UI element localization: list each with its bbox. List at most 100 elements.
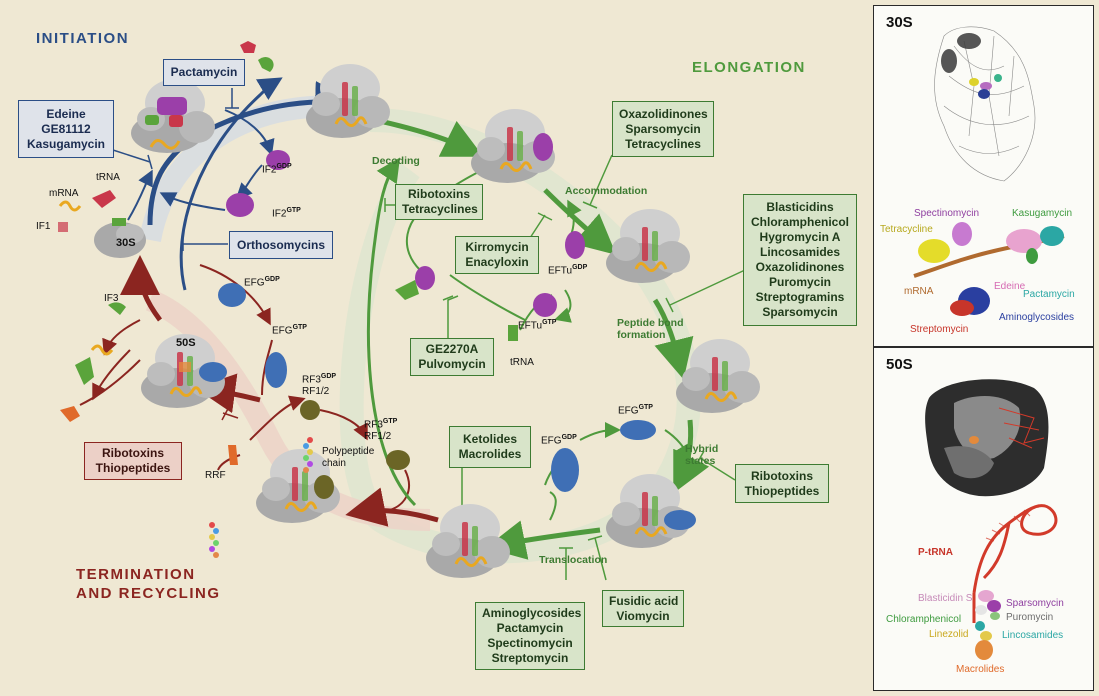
recycling-heading: AND RECYCLING <box>76 585 221 602</box>
polypeptide-label-1: Polypeptide <box>322 446 375 457</box>
eftu-gtp-shape <box>533 293 557 317</box>
structure-50s-image <box>925 379 1058 660</box>
rf-release-arrow <box>249 395 306 441</box>
if2-gtp-label: IF2GTP <box>272 207 301 220</box>
efg-binding-arrow <box>664 429 692 461</box>
termination-heading: TERMINATION <box>76 566 196 583</box>
ribotoxins-left-inhibition <box>221 404 239 421</box>
macrolides-ligand-label: Macrolides <box>956 664 1005 675</box>
ribosome-translocated <box>426 504 510 578</box>
accommodation-step-label: Accommodation <box>565 185 648 197</box>
released-polypeptide <box>209 522 219 558</box>
aminoglycosides-inhibition <box>559 547 573 580</box>
ptrna-ligand-label: P-tRNA <box>918 547 953 558</box>
ternary-trna-shape <box>395 280 419 300</box>
oxazolidinones-inhibition <box>582 154 613 209</box>
30s-label: 30S <box>116 237 136 249</box>
trna-binding-arrow <box>127 169 153 221</box>
if1-shape <box>58 222 68 232</box>
efg-gtp-left-label: EFGGTP <box>272 324 307 337</box>
ribosome-initiation-complex <box>131 79 215 153</box>
ge2270a-inhibition <box>442 295 459 338</box>
if3-label: IF3 <box>104 293 119 304</box>
spectinomycin-ligand-label: Spectinomycin <box>914 208 980 219</box>
efg-gtp-left-shape <box>265 352 287 388</box>
sparsomycin-ligand-label: Sparsomycin <box>1006 598 1064 609</box>
hybrid-step-label-1: Hybrid <box>685 443 719 455</box>
trna-shape <box>92 190 116 208</box>
elongation-heading: ELONGATION <box>692 59 806 76</box>
ribosome-termination <box>256 449 340 523</box>
edeine-ligand-label: Edeine <box>994 281 1026 292</box>
if3-shape <box>108 302 126 315</box>
ribosome-30s-subunit <box>94 218 146 258</box>
kasugamycin-ligand-label: Kasugamycin <box>1012 208 1073 219</box>
eftu-gdp-arrow <box>554 289 572 323</box>
translation-cycle-diagram: INITIATION ELONGATION TERMINATION AND RE… <box>18 30 857 670</box>
blasticidins-inhibition <box>665 269 746 313</box>
pactamycin-inhibition <box>225 88 239 109</box>
free-factor-top-shape <box>258 57 274 72</box>
ribotoxins-tet-inhibition <box>384 198 395 212</box>
if2-gtp-shape <box>226 193 254 217</box>
if-release-line <box>79 359 141 406</box>
lincosamides-ligand-label: Lincosamides <box>1002 630 1064 641</box>
ternary-complex-line <box>449 274 526 321</box>
rrf-shape <box>228 445 238 465</box>
trna-bottom-shape <box>508 325 518 341</box>
ternary-eftu-shape <box>415 266 435 290</box>
polypeptide-chain <box>303 437 313 473</box>
ribosome-accommodated <box>606 209 690 283</box>
edeine-inhibition <box>112 149 153 170</box>
initiation-heading: INITIATION <box>36 30 130 47</box>
peptide-bond-arrow <box>652 298 694 380</box>
if2-binding-arrow <box>159 192 226 211</box>
rf3-gtp-label: RF3GTP <box>364 418 398 431</box>
accommodation-arrow <box>543 188 617 255</box>
ribosome-recycling <box>141 334 227 408</box>
released-mrna-shape <box>90 344 114 356</box>
translocation-arrow <box>485 520 601 560</box>
recycling-main-arrow <box>120 255 163 322</box>
streptomycin-ligand-label: Streptomycin <box>910 324 969 335</box>
ribotoxins-right-inhibition <box>695 450 736 481</box>
efg-gdp-left-label: EFGGDP <box>244 276 280 289</box>
efg-release-green <box>549 491 557 521</box>
rf3-exchange-arrow <box>319 409 368 441</box>
efg-gdp-left-shape <box>218 283 246 307</box>
fusidic-inhibition <box>587 535 607 581</box>
termination-arrow <box>345 487 439 527</box>
released-trna-shape <box>75 357 94 385</box>
rf3-gtp-shape <box>386 450 410 470</box>
trna-release-arrow <box>102 319 141 356</box>
tetracycline-ligand-label: Tetracycline <box>880 224 933 235</box>
decoding-arrow <box>374 117 484 157</box>
pathway-artwork <box>58 41 760 581</box>
ribosome-70s-start <box>306 64 390 138</box>
rf12-label-a: RF1/2 <box>302 386 330 397</box>
mrna-release-arrow <box>92 349 131 401</box>
decoding-step-label: Decoding <box>372 155 420 167</box>
blasticidin-ligand-label: Blasticidin S <box>918 593 973 604</box>
linezolid-ligand-label: Linezolid <box>929 629 969 640</box>
chloramphenicol-ligand-label: Chloramphenicol <box>886 614 962 625</box>
mrna-ligand-label: mRNA <box>904 286 934 297</box>
eftu-gdp-label: EFTuGDP <box>548 264 588 277</box>
free-trna-top-shape <box>240 41 256 53</box>
if2-exchange-arrow <box>235 164 263 200</box>
efg-exchange-arrow <box>579 422 621 441</box>
aminoglycosides-ligand-label: Aminoglycosides <box>999 312 1075 323</box>
ribosome-decoding <box>471 109 555 183</box>
efg-gtp-right-label: EFGGTP <box>618 404 653 417</box>
structure-30s-image <box>913 26 1065 316</box>
trna-label: tRNA <box>96 172 120 183</box>
ribosome-hybrid-efg <box>606 474 696 548</box>
panel-50s: 50S P-tRNA Blasticidin S Sparsomycin Chl… <box>873 347 1094 691</box>
